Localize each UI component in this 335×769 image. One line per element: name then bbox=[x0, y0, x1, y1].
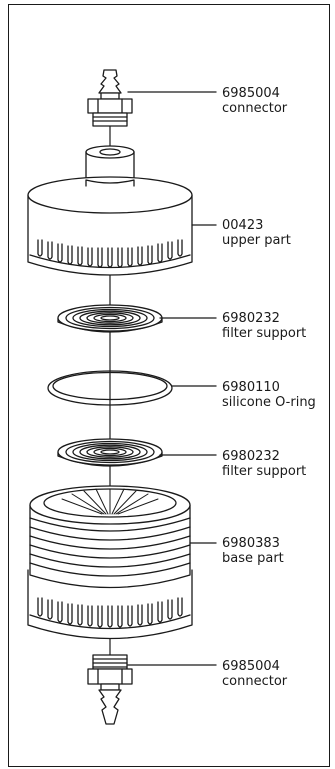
top-connector-drawing bbox=[87, 69, 133, 127]
upper-part-grip-ribs bbox=[37, 239, 183, 268]
label-base-part: 6980383 base part bbox=[222, 536, 284, 566]
base-part-grip-ribs bbox=[37, 597, 183, 628]
part-number: 6980232 bbox=[222, 311, 280, 326]
base-part-inner-fins bbox=[61, 488, 159, 515]
base-part-drawing bbox=[27, 485, 193, 640]
upper-part-drawing bbox=[27, 145, 193, 276]
part-name: upper part bbox=[222, 233, 291, 248]
part-name: connector bbox=[222, 101, 288, 116]
o-ring-drawing bbox=[47, 370, 173, 406]
part-name: connector bbox=[222, 674, 288, 689]
part-name: filter support bbox=[222, 464, 307, 479]
filter-support-upper-drawing bbox=[57, 304, 163, 333]
label-filter-support-1: 6980232 filter support bbox=[222, 311, 306, 341]
part-name: base part bbox=[222, 551, 284, 566]
label-o-ring: 6980110 silicone O-ring bbox=[222, 380, 316, 410]
label-filter-support-2: 6980232 filter support bbox=[222, 449, 306, 479]
part-number: 6985004 bbox=[222, 86, 280, 101]
label-upper-part: 00423 upper part bbox=[222, 218, 291, 248]
diagram-frame bbox=[8, 4, 330, 767]
label-bottom-connector: 6985004 connector bbox=[222, 659, 287, 689]
filter-support-lower-drawing bbox=[57, 438, 163, 467]
label-top-connector: 6985004 connector bbox=[222, 86, 287, 116]
part-number: 6980383 bbox=[222, 536, 280, 551]
part-number: 6980232 bbox=[222, 449, 280, 464]
bottom-connector-drawing bbox=[87, 654, 133, 725]
part-name: filter support bbox=[222, 326, 307, 341]
part-number: 00423 bbox=[222, 218, 264, 233]
part-number: 6985004 bbox=[222, 659, 280, 674]
leader-lines bbox=[127, 91, 217, 666]
part-name: silicone O-ring bbox=[222, 395, 316, 410]
part-number: 6980110 bbox=[222, 380, 280, 395]
